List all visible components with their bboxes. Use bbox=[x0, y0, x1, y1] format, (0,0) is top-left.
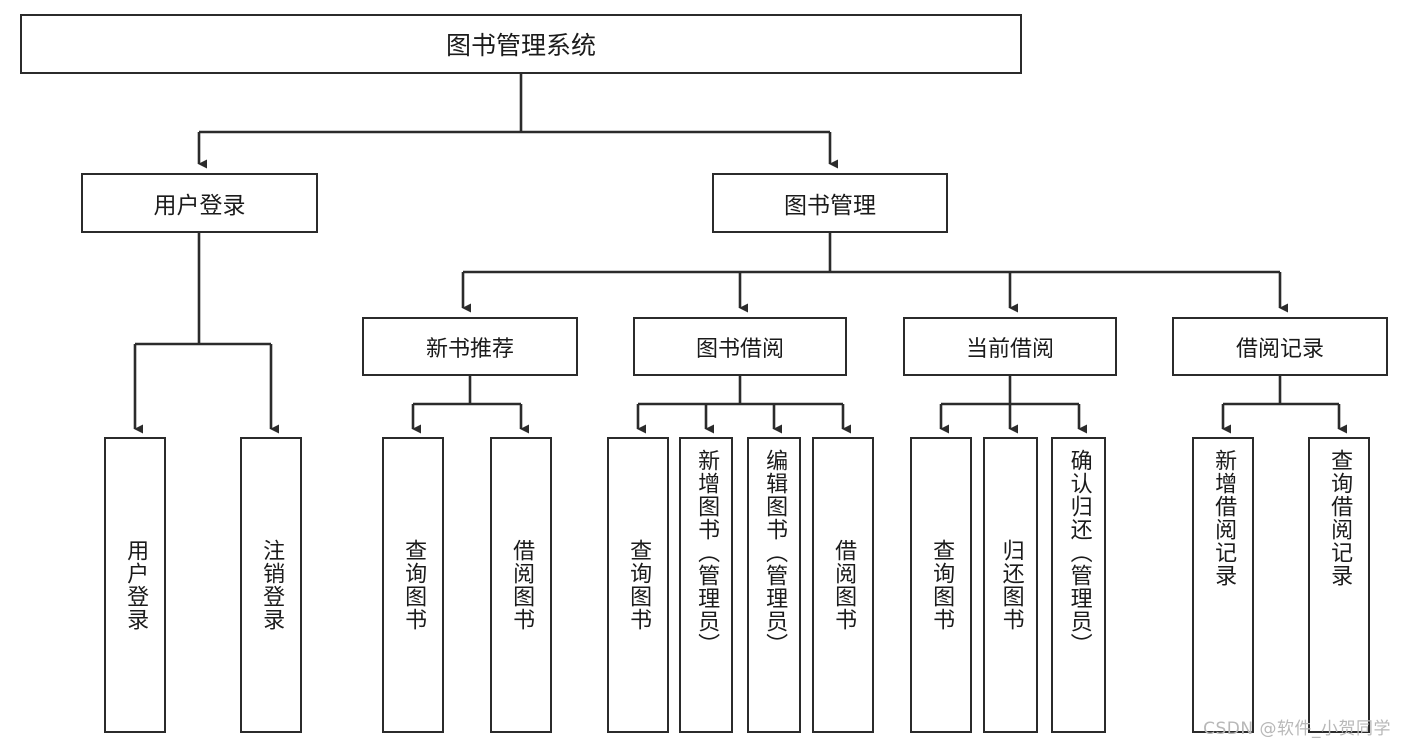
node-label: 当前借阅 bbox=[965, 336, 1054, 362]
leaf-label: 查询图书 bbox=[929, 539, 955, 631]
leaf-label: 确认归还（管理员） bbox=[1066, 449, 1092, 656]
leaf-label: 新增图书（管理员） bbox=[694, 449, 720, 656]
leaf-borrow-edit-book-admin[interactable]: 编辑图书（管理员） bbox=[747, 437, 801, 733]
leaf-label: 借阅图书 bbox=[831, 539, 857, 631]
leaf-label: 归还图书 bbox=[998, 539, 1024, 631]
leaf-user-login-signout[interactable]: 注销登录 bbox=[240, 437, 302, 733]
leaf-new-book-query-book[interactable]: 查询图书 bbox=[382, 437, 444, 733]
leaf-user-login-signin[interactable]: 用户登录 bbox=[104, 437, 166, 733]
node-book-management[interactable]: 图书管理 bbox=[712, 173, 948, 233]
node-book-borrow[interactable]: 图书借阅 bbox=[633, 317, 847, 376]
leaf-record-add-borrow-record[interactable]: 新增借阅记录 bbox=[1192, 437, 1254, 733]
leaf-new-book-borrow-book[interactable]: 借阅图书 bbox=[490, 437, 552, 733]
node-borrow-record[interactable]: 借阅记录 bbox=[1172, 317, 1388, 376]
node-label: 图书借阅 bbox=[695, 336, 784, 362]
leaf-label: 用户登录 bbox=[123, 539, 149, 631]
leaf-borrow-query-book[interactable]: 查询图书 bbox=[607, 437, 669, 733]
leaf-label: 编辑图书（管理员） bbox=[762, 449, 788, 656]
leaf-borrow-borrow-book[interactable]: 借阅图书 bbox=[812, 437, 874, 733]
node-new-book-recommend[interactable]: 新书推荐 bbox=[362, 317, 578, 376]
leaf-label: 查询图书 bbox=[626, 539, 652, 631]
leaf-record-query-borrow-record[interactable]: 查询借阅记录 bbox=[1308, 437, 1370, 733]
leaf-current-query-book[interactable]: 查询图书 bbox=[910, 437, 972, 733]
node-user-login[interactable]: 用户登录 bbox=[81, 173, 318, 233]
leaf-borrow-add-book-admin[interactable]: 新增图书（管理员） bbox=[679, 437, 733, 733]
leaf-label: 新增借阅记录 bbox=[1211, 449, 1237, 587]
node-label: 借阅记录 bbox=[1235, 336, 1324, 362]
node-current-borrow[interactable]: 当前借阅 bbox=[903, 317, 1117, 376]
leaf-current-return-book[interactable]: 归还图书 bbox=[983, 437, 1038, 733]
node-label: 新书推荐 bbox=[425, 336, 514, 362]
leaf-label: 查询图书 bbox=[401, 539, 427, 631]
node-label: 图书管理 bbox=[784, 193, 876, 219]
leaf-label: 查询借阅记录 bbox=[1327, 449, 1353, 587]
leaf-current-confirm-return-admin[interactable]: 确认归还（管理员） bbox=[1051, 437, 1106, 733]
leaf-label: 借阅图书 bbox=[509, 539, 535, 631]
node-root-book-management-system[interactable]: 图书管理系统 bbox=[20, 14, 1022, 74]
watermark: CSDN @软件_小贺同学 bbox=[1203, 719, 1391, 739]
node-label: 图书管理系统 bbox=[445, 31, 596, 60]
leaf-label: 注销登录 bbox=[259, 539, 285, 631]
node-label: 用户登录 bbox=[153, 193, 246, 219]
